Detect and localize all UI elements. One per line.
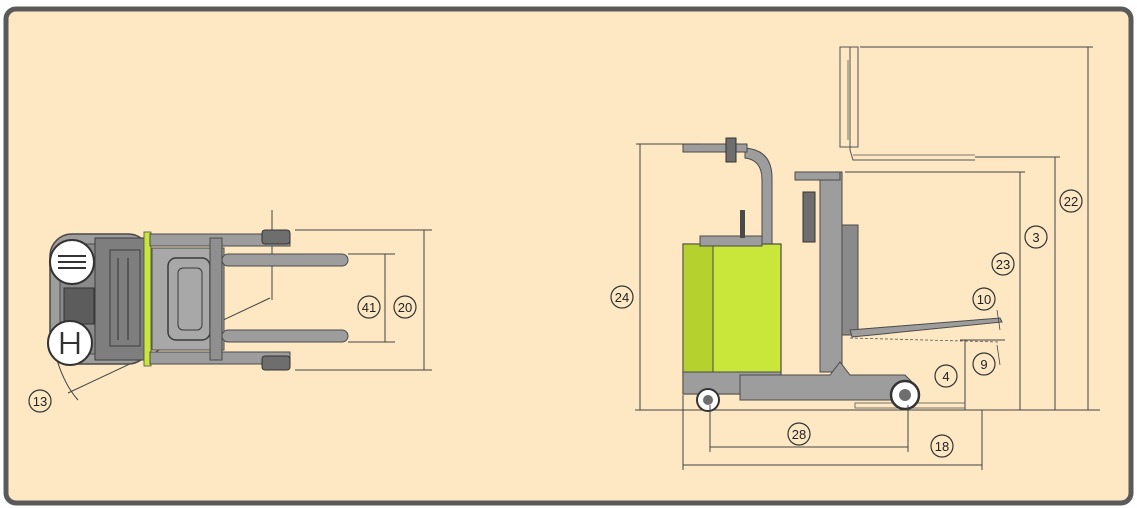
label-overall-length: 18 <box>930 434 954 458</box>
label-mast-extended: 22 <box>1059 189 1083 213</box>
raised-carriage-ghost <box>839 46 975 161</box>
label-tilt-backward: 9 <box>972 352 996 376</box>
label-overall-width: 20 <box>393 295 417 319</box>
plan-green-accent <box>143 231 152 367</box>
dim-tilt-back <box>996 344 1001 366</box>
label-max-fork-height: 3 <box>1024 225 1048 249</box>
label-tilt-forward: 10 <box>972 287 996 311</box>
plan-carriage <box>151 237 225 361</box>
straddle-leg <box>739 361 916 401</box>
label-wheelbase: 28 <box>787 422 811 446</box>
label-turning-radius-text: 13 <box>33 394 47 409</box>
label-overhead-guard-text: 24 <box>615 290 629 305</box>
mast-top-cap <box>794 171 841 181</box>
plan-steer-wheel-top <box>49 239 95 285</box>
label-overhead-guard: 24 <box>610 285 634 309</box>
fork-tilt-ghost <box>849 337 1001 343</box>
label-fork-spread-text: 41 <box>362 300 376 315</box>
plan-steer-wheel-bottom <box>47 320 93 366</box>
label-fork-spread: 41 <box>357 295 381 319</box>
label-base-lift-text: 4 <box>942 369 949 384</box>
label-tilt-backward-text: 9 <box>980 357 987 372</box>
plan-fork-lower <box>221 329 349 343</box>
side-view: 24 3 23 22 10 9 4 28 <box>610 46 1100 470</box>
plan-load-wheel-top <box>261 229 291 245</box>
load-wheel <box>889 379 921 411</box>
label-base-lift: 4 <box>934 364 958 388</box>
label-overall-width-text: 20 <box>398 300 412 315</box>
plan-view: 41 20 13 <box>28 210 432 413</box>
drive-wheel <box>696 388 720 412</box>
label-free-lift: 23 <box>991 252 1015 276</box>
mast-hydraulics <box>802 191 816 243</box>
plan-load-wheel-bottom <box>261 355 291 371</box>
mast <box>819 171 843 373</box>
label-tilt-forward-text: 10 <box>977 292 991 307</box>
label-max-fork-height-text: 3 <box>1032 230 1039 245</box>
label-free-lift-text: 23 <box>996 257 1010 272</box>
label-mast-extended-text: 22 <box>1064 194 1078 209</box>
guard-handlebar <box>682 143 748 153</box>
dim-tilt-fwd <box>996 309 1001 331</box>
plan-fork-upper <box>221 253 349 267</box>
label-wheelbase-text: 28 <box>792 427 806 442</box>
carriage-lower <box>841 224 859 336</box>
guard-grip <box>725 137 737 163</box>
label-turning-radius: 13 <box>28 389 52 413</box>
label-overall-length-text: 18 <box>935 439 949 454</box>
fork-lowered <box>849 317 1003 338</box>
